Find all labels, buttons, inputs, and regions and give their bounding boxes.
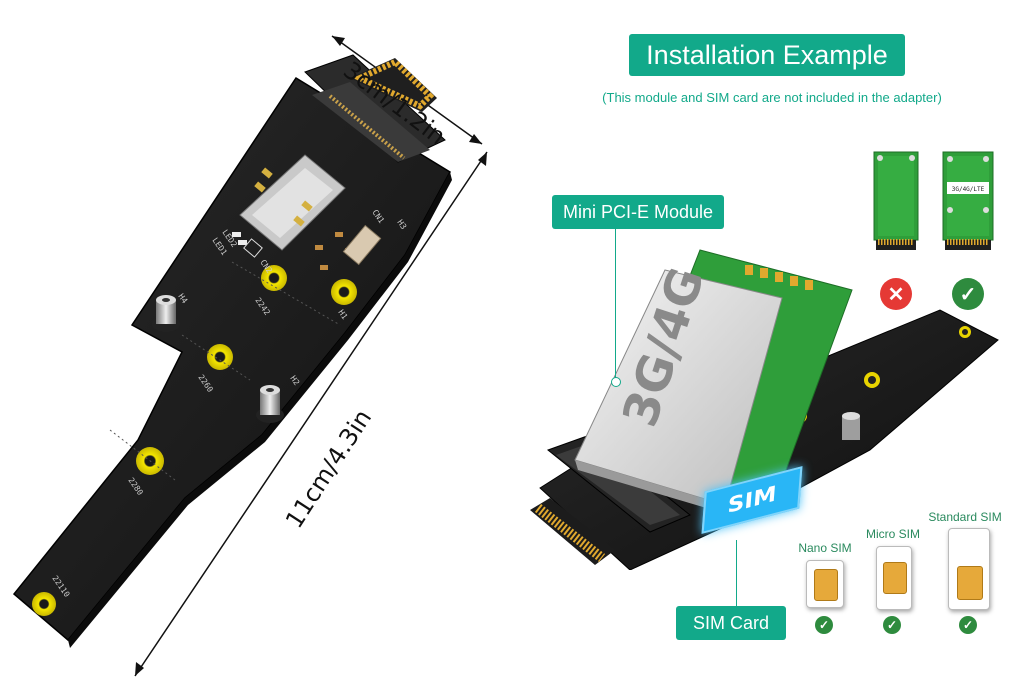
smd-components xyxy=(232,224,382,270)
standard-sim-label: Standard SIM xyxy=(928,510,1002,524)
nano-sim-card xyxy=(806,560,844,608)
sim-slot xyxy=(239,154,346,251)
module-compare-correct: 3G/4G/LTE xyxy=(941,150,995,254)
adapter-board-illustration: 2242 2260 2280 22110 H1 H2 H3 H4 CN1 CN2… xyxy=(12,35,488,677)
installation-illustration: 3G/4G SIM xyxy=(520,240,1020,571)
micro-sim-card xyxy=(876,546,912,610)
standoff-h2 xyxy=(256,385,284,423)
installed-module-svg xyxy=(530,249,999,571)
mount-hole-2242 xyxy=(261,265,287,291)
sim-callout-line xyxy=(736,540,737,608)
pcb-body xyxy=(12,76,452,648)
nano-sim-label: Nano SIM xyxy=(798,541,852,555)
mount-hole-22110 xyxy=(32,592,56,616)
module-compare-wrong xyxy=(872,150,920,254)
module-callout: Mini PCI-E Module xyxy=(552,195,724,229)
standard-sim-check-icon: ✓ xyxy=(959,616,977,634)
m2-connector xyxy=(304,54,446,163)
mount-hole-2260 xyxy=(207,344,233,370)
check-icon: ✓ xyxy=(952,278,984,310)
cross-icon: ✕ xyxy=(880,278,912,310)
standard-sim-card xyxy=(948,528,990,610)
sim-tag-text: SIM xyxy=(726,481,778,519)
micro-sim-check-icon: ✓ xyxy=(883,616,901,634)
nano-sim-check-icon: ✓ xyxy=(815,616,833,634)
installation-subtitle: (This module and SIM card are not includ… xyxy=(602,90,942,105)
adapter-board-view: 2242 2260 2280 22110 H1 H2 H3 H4 CN1 CN2… xyxy=(12,35,488,677)
mount-hole-h1 xyxy=(331,279,357,305)
length-dimension-arrow xyxy=(134,151,488,677)
module-callout-dot xyxy=(611,377,621,387)
good-card-label: 3G/4G/LTE xyxy=(951,186,985,193)
mini-pcie-module-card xyxy=(942,151,994,250)
short-module-card xyxy=(873,151,919,250)
standoff-h4 xyxy=(152,295,180,332)
standoffs xyxy=(152,295,284,423)
score-lines xyxy=(109,261,341,481)
micro-sim-label: Micro SIM xyxy=(866,527,920,541)
sim-card-callout: SIM Card xyxy=(676,606,786,640)
module-callout-line xyxy=(615,229,616,379)
installation-title: Installation Example xyxy=(629,34,905,76)
